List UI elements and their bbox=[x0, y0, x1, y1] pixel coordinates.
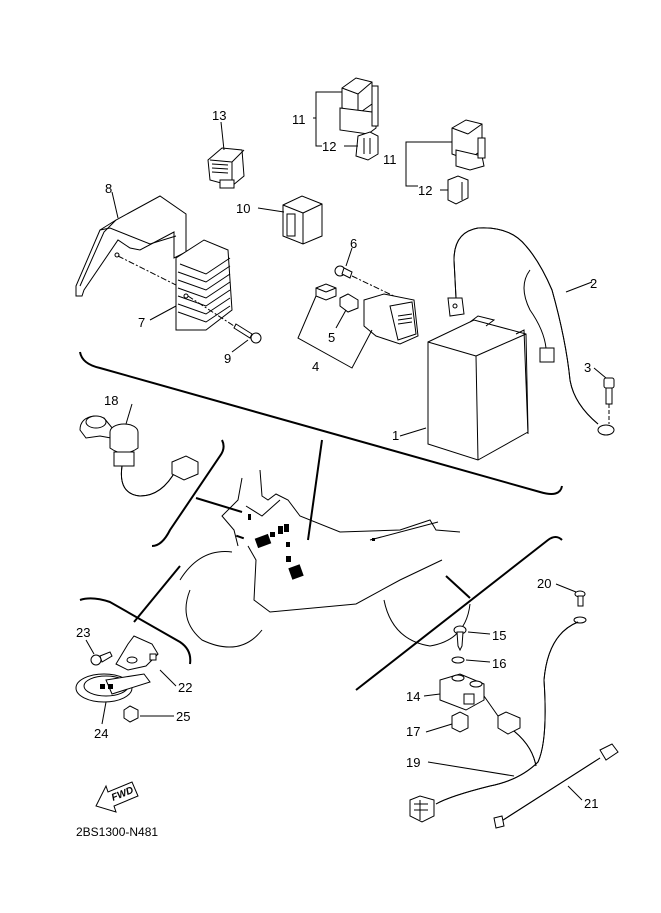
callout-labels: 1 2 3 4 5 6 7 8 9 10 11 11 12 12 13 14 1… bbox=[76, 108, 598, 811]
bracket-4 bbox=[297, 295, 373, 369]
bracket-11-upper bbox=[315, 91, 342, 147]
callout-4[interactable]: 4 bbox=[312, 359, 319, 374]
callout-14[interactable]: 14 bbox=[406, 689, 420, 704]
callout-24[interactable]: 24 bbox=[94, 726, 108, 741]
callout-19[interactable]: 19 bbox=[406, 755, 420, 770]
callout-16[interactable]: 16 bbox=[492, 656, 506, 671]
cover-mounting-axis bbox=[117, 255, 191, 293]
leader-15 bbox=[467, 631, 491, 635]
part-8-cover[interactable] bbox=[75, 195, 187, 297]
part-25-nut[interactable] bbox=[123, 705, 139, 723]
callout-18[interactable]: 18 bbox=[104, 393, 118, 408]
part-15-screw[interactable] bbox=[453, 625, 467, 652]
callout-5[interactable]: 5 bbox=[328, 330, 335, 345]
leader-2 bbox=[565, 281, 593, 293]
callout-12-right[interactable]: 12 bbox=[418, 183, 432, 198]
horn-section-boundary bbox=[79, 597, 192, 665]
leader-to-bike-socket bbox=[195, 497, 243, 513]
callout-13[interactable]: 13 bbox=[212, 108, 226, 123]
callout-8[interactable]: 8 bbox=[105, 181, 112, 196]
leader-22 bbox=[159, 669, 177, 687]
part-20-bolt[interactable] bbox=[573, 590, 587, 624]
motorcycle-silhouette bbox=[179, 469, 471, 648]
part-10-relay[interactable] bbox=[282, 195, 323, 245]
part-12-connector-right[interactable] bbox=[447, 175, 469, 205]
part-19-sub-wire-harness[interactable] bbox=[409, 621, 579, 823]
leader-17 bbox=[425, 723, 453, 733]
part-5-fuse[interactable] bbox=[339, 293, 359, 313]
leader-to-bike-upper bbox=[307, 439, 323, 541]
part-7-rectifier-regulator[interactable] bbox=[175, 239, 233, 331]
part-12-connector-upper[interactable] bbox=[355, 131, 379, 161]
callout-6[interactable]: 6 bbox=[350, 236, 357, 251]
part-1-battery[interactable] bbox=[427, 315, 529, 461]
fwd-arrow-icon: FWD bbox=[95, 781, 139, 813]
regulator-bolt-axis bbox=[187, 295, 235, 327]
callout-17[interactable]: 17 bbox=[406, 724, 420, 739]
part-11-relay-right[interactable] bbox=[451, 119, 486, 171]
leader-24 bbox=[101, 701, 107, 725]
leader-to-bike-harness bbox=[445, 575, 471, 599]
callout-1[interactable]: 1 bbox=[392, 428, 399, 443]
part-9-bolt[interactable] bbox=[233, 323, 262, 344]
diagram-code: 2BS1300-N481 bbox=[76, 825, 158, 839]
section-dividers bbox=[79, 351, 563, 691]
leader-13 bbox=[220, 121, 225, 151]
upper-section-boundary bbox=[79, 351, 563, 495]
leader-9 bbox=[231, 339, 249, 353]
callout-21[interactable]: 21 bbox=[584, 796, 598, 811]
leader-3 bbox=[593, 367, 607, 379]
leader-to-bike-horn bbox=[133, 565, 181, 623]
callout-11-upper[interactable]: 11 bbox=[292, 112, 306, 127]
leader-21 bbox=[567, 785, 583, 801]
harness-section-boundary bbox=[355, 536, 563, 691]
part-24-horn[interactable] bbox=[75, 673, 151, 703]
callout-22[interactable]: 22 bbox=[178, 680, 192, 695]
callout-23[interactable]: 23 bbox=[76, 625, 90, 640]
leader-23 bbox=[85, 639, 95, 655]
leader-10 bbox=[257, 207, 285, 213]
callout-10[interactable]: 10 bbox=[236, 201, 250, 216]
callout-9[interactable]: 9 bbox=[224, 351, 231, 366]
leader-20 bbox=[555, 583, 577, 593]
socket-section-boundary bbox=[151, 439, 225, 547]
callout-3[interactable]: 3 bbox=[584, 360, 591, 375]
leader-1 bbox=[399, 427, 427, 437]
leader-14 bbox=[423, 693, 441, 697]
part-21-lead-wire[interactable] bbox=[493, 743, 619, 829]
callout-20[interactable]: 20 bbox=[537, 576, 551, 591]
relay-bolt-axis bbox=[351, 275, 399, 299]
part-13-relay[interactable] bbox=[207, 147, 245, 189]
leader-5 bbox=[335, 309, 347, 329]
leader-19 bbox=[427, 761, 515, 777]
leader-16 bbox=[465, 659, 491, 663]
callout-12-upper[interactable]: 12 bbox=[322, 139, 336, 154]
part-14-connector-holder[interactable] bbox=[439, 673, 485, 711]
callout-15[interactable]: 15 bbox=[492, 628, 506, 643]
leader-6 bbox=[345, 247, 353, 267]
part-6-bolt[interactable] bbox=[334, 265, 353, 279]
callout-25[interactable]: 25 bbox=[176, 709, 190, 724]
part-17-nut[interactable] bbox=[451, 711, 469, 733]
part-11-relay-upper[interactable] bbox=[339, 77, 379, 135]
part-4-fuse-cap[interactable] bbox=[315, 283, 337, 301]
part-3-bolt[interactable] bbox=[603, 377, 615, 405]
callout-2[interactable]: 2 bbox=[590, 276, 597, 291]
callout-7[interactable]: 7 bbox=[138, 315, 145, 330]
bracket-11-right bbox=[405, 141, 452, 187]
part-4-starter-relay[interactable] bbox=[363, 293, 419, 345]
callout-11-right[interactable]: 11 bbox=[383, 152, 397, 167]
part-22-horn-bracket[interactable] bbox=[115, 635, 159, 671]
part-23-bolt[interactable] bbox=[90, 651, 113, 666]
part-2-battery-harness[interactable] bbox=[447, 227, 615, 436]
leader-7 bbox=[149, 305, 177, 321]
leader-8 bbox=[111, 191, 119, 219]
part-16-washer[interactable] bbox=[451, 656, 465, 664]
leader-18 bbox=[125, 403, 133, 425]
part-18-accessory-socket[interactable] bbox=[79, 415, 199, 497]
